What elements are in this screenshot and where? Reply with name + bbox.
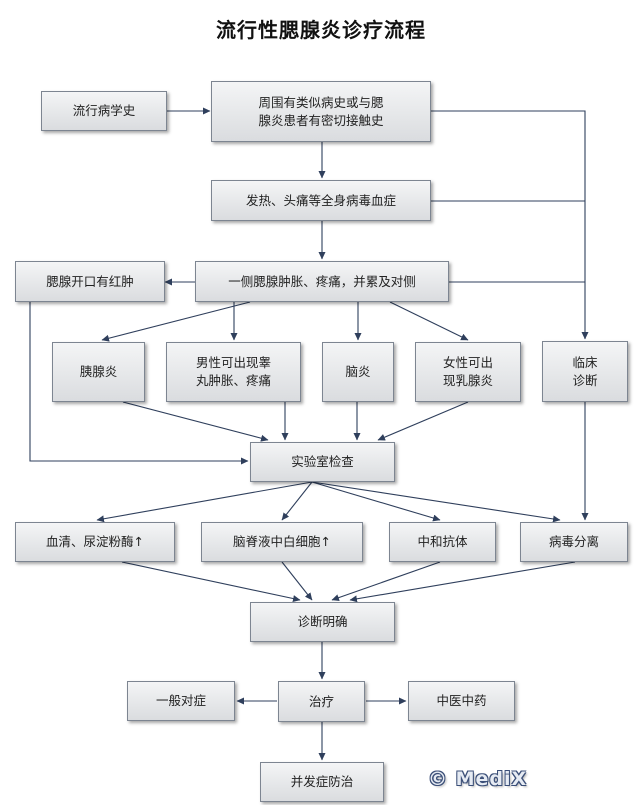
arrow-lab-to-antibody xyxy=(311,481,441,522)
node-epidemiological-history: 流行病学史 xyxy=(41,91,167,131)
arrow-duct-to-lab xyxy=(29,302,249,465)
arrow-virus-to-diagnosis xyxy=(349,561,576,603)
node-tcm: 中医中药 xyxy=(408,681,515,721)
arrow-csf-to-diagnosis xyxy=(281,561,313,601)
node-virus-isolation: 病毒分离 xyxy=(520,522,628,562)
node-label: 一侧腮腺肿胀、疼痛，并累及对侧 xyxy=(228,273,416,289)
node-confirmed-diagnosis: 诊断明确 xyxy=(250,602,395,642)
arrow-swelling-to-mastitis xyxy=(389,301,469,341)
node-fever-headache: 发热、头痛等全身病毒血症 xyxy=(211,180,431,221)
node-label: 中医中药 xyxy=(436,693,487,708)
node-label: 治疗 xyxy=(308,693,334,709)
arrow-lab-to-amylase xyxy=(96,481,313,523)
page-title: 流行性腮腺炎诊疗流程 xyxy=(216,18,426,42)
node-label: 女性可出 现乳腺炎 xyxy=(442,355,493,388)
watermark-logo: © MediX xyxy=(428,768,528,790)
arrow-lab-to-virus xyxy=(311,481,561,523)
node-label: 血清、尿淀粉酶↑ xyxy=(46,534,144,549)
node-orchitis: 男性可出现睾 丸肿胀、疼痛 xyxy=(166,342,301,402)
node-symptomatic-treatment: 一般对症 xyxy=(127,681,235,721)
node-encephalitis: 脑炎 xyxy=(322,342,394,402)
line-contact-to-clinical xyxy=(431,110,589,340)
node-complication-prevention: 并发症防治 xyxy=(260,762,384,802)
node-label: 并发症防治 xyxy=(290,774,354,789)
node-label: 男性可出现睾 丸肿胀、疼痛 xyxy=(195,355,271,388)
node-label: 腮腺开口有红肿 xyxy=(46,273,134,289)
node-label: 中和抗体 xyxy=(417,534,468,549)
node-pancreatitis: 胰腺炎 xyxy=(52,342,145,402)
node-label: 临床 诊断 xyxy=(572,354,598,388)
node-clinical-diagnosis: 临床 诊断 xyxy=(542,341,628,402)
node-parotid-swelling: 一侧腮腺肿胀、疼痛，并累及对侧 xyxy=(195,261,449,302)
node-label: 诊断明确 xyxy=(297,614,348,629)
node-label: 脑脊液中白细胞↑ xyxy=(233,534,331,549)
arrow-lab-to-csf xyxy=(281,481,313,521)
node-close-contact-history: 周围有类似病史或与腮 腺炎患者有密切接触史 xyxy=(211,81,431,142)
node-label: 病毒分离 xyxy=(548,534,599,549)
arrow-amylase-to-diagnosis xyxy=(121,561,301,602)
node-lab-tests: 实验室检查 xyxy=(250,442,395,482)
node-mastitis: 女性可出 现乳腺炎 xyxy=(415,342,521,402)
node-label: 胰腺炎 xyxy=(79,364,118,379)
arrow-antibody-to-diagnosis xyxy=(331,561,441,601)
arrow-swelling-to-pancreatitis xyxy=(101,301,251,342)
node-label: 发热、头痛等全身病毒血症 xyxy=(245,192,396,208)
node-label: 周围有类似病史或与腮 腺炎患者有密切接触史 xyxy=(258,94,384,128)
node-label: 一般对症 xyxy=(155,693,206,708)
node-neutralizing-antibody: 中和抗体 xyxy=(389,522,496,562)
node-csf-leukocytes: 脑脊液中白细胞↑ xyxy=(201,522,363,562)
arrow-pancreatitis-to-lab xyxy=(122,401,269,442)
arrow-mastitis-to-lab xyxy=(377,401,469,441)
node-parotid-duct-redness: 腮腺开口有红肿 xyxy=(15,261,165,302)
node-label: 脑炎 xyxy=(345,364,371,379)
node-serum-amylase: 血清、尿淀粉酶↑ xyxy=(15,522,175,562)
node-label: 流行病学史 xyxy=(72,103,136,118)
node-treatment: 治疗 xyxy=(278,681,365,722)
node-label: 实验室检查 xyxy=(291,454,354,469)
